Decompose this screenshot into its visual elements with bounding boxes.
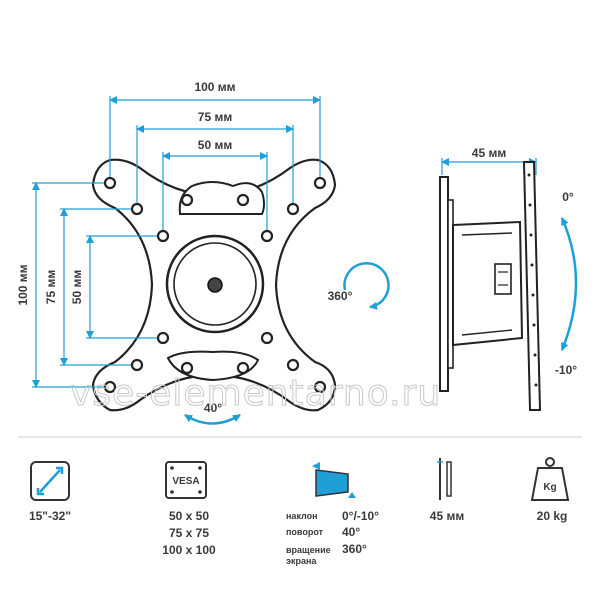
tilt-arm xyxy=(452,220,524,347)
profile-icon xyxy=(437,458,452,500)
tilt-bottom: -10° xyxy=(555,363,577,377)
motion-rotation-value: 360° xyxy=(342,542,367,556)
rotation-angle: 360° xyxy=(328,289,353,303)
wall-plate xyxy=(439,176,449,392)
dim-height-100: 100 мм xyxy=(16,264,30,305)
motion-tilt-label: наклон xyxy=(286,511,318,521)
dim-height-50: 50 мм xyxy=(70,270,84,305)
dim-width-100: 100 мм xyxy=(194,80,235,94)
rotation-arc xyxy=(343,262,390,310)
monitor-plate xyxy=(522,161,542,411)
weight-value: 20 kg xyxy=(537,509,568,523)
front-view: 100 мм 75 мм 50 мм 100 мм 75 мм 50 мм 40… xyxy=(16,78,390,425)
watermark: vse-elementarno.ru xyxy=(70,373,441,414)
dim-width-75: 75 мм xyxy=(198,110,233,124)
depth-value: 45 мм xyxy=(430,509,465,523)
swivel-arc xyxy=(184,413,241,425)
horizontal-dimensions xyxy=(109,96,321,230)
spec-screen-size: 15"-32" xyxy=(29,461,71,523)
side-view: 45 мм 0° -10° xyxy=(439,146,578,411)
dim-height-75: 75 мм xyxy=(44,270,58,305)
dim-width-50: 50 мм xyxy=(198,138,233,152)
vesa-size-1: 50 x 50 xyxy=(169,509,209,523)
spec-weight: Kg 20 kg xyxy=(530,457,570,523)
vesa-size-2: 75 x 75 xyxy=(169,526,209,540)
motion-rotation-label-line2: экрана xyxy=(286,556,317,566)
tilt-icon xyxy=(312,462,356,498)
motion-swivel-label: поворот xyxy=(286,527,324,537)
motion-swivel-value: 40° xyxy=(342,525,360,539)
side-depth: 45 мм xyxy=(472,146,507,160)
weight-badge-text: Kg xyxy=(543,482,556,493)
screen-size-value: 15"-32" xyxy=(29,509,71,523)
mounting-holes xyxy=(103,176,327,394)
motion-tilt-value: 0°/-10° xyxy=(342,509,379,523)
tilt-arc xyxy=(560,217,578,351)
motion-rotation-label: вращение экрана xyxy=(286,545,333,566)
spec-vesa: VESA 50 x 50 75 x 75 100 x 100 xyxy=(162,461,216,557)
tilt-top: 0° xyxy=(562,190,574,204)
spec-motion: наклон 0°/-10° поворот 40° вращение экра… xyxy=(286,462,379,566)
vertical-dimensions xyxy=(32,182,157,388)
swivel-angle: 40° xyxy=(204,401,222,415)
center-bolt xyxy=(207,277,223,293)
spec-depth: 45 мм xyxy=(430,458,465,523)
diagonal-arrow-icon xyxy=(30,461,70,501)
vesa-badge-text: VESA xyxy=(172,476,199,487)
vesa-size-3: 100 x 100 xyxy=(162,543,216,557)
weight-icon: Kg xyxy=(530,457,570,501)
vesa-icon: VESA xyxy=(165,461,207,499)
motion-rotation-label-line1: вращение xyxy=(286,545,331,555)
